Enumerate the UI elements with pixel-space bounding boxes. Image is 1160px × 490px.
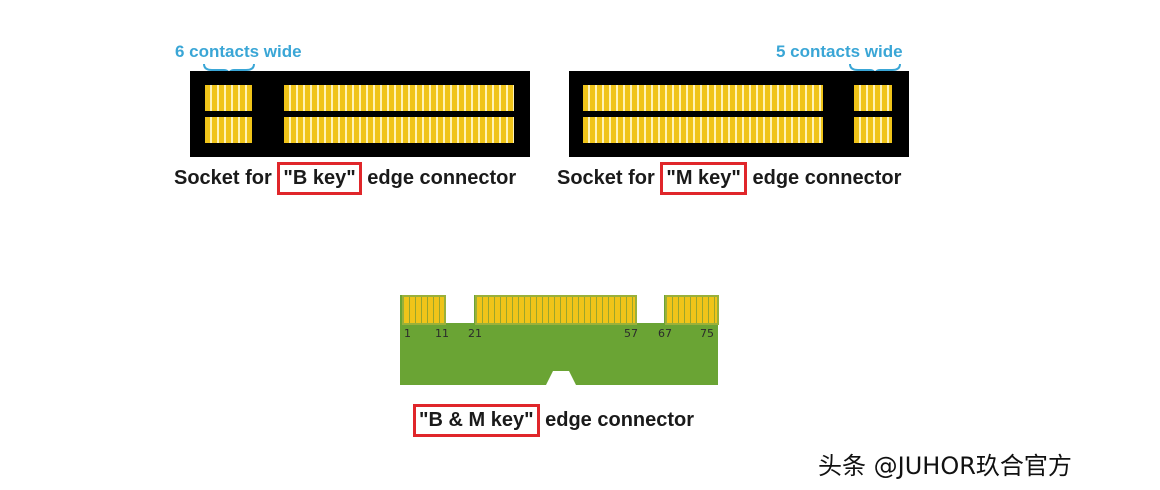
b-socket-long-contacts-bottom <box>284 117 514 143</box>
pin-label-1: 1 <box>404 327 411 340</box>
b-socket-caption-suffix: edge connector <box>361 167 517 189</box>
m-socket-long-contacts-top <box>583 85 823 111</box>
m-socket-caption-prefix: Socket for <box>557 167 661 189</box>
m-socket-caption-suffix: edge connector <box>746 167 902 189</box>
contacts-pins-21-57 <box>475 295 637 325</box>
card-bottom-notch <box>546 371 576 393</box>
m-socket-caption: Socket for "M key" edge connector <box>557 162 901 195</box>
b-key-socket <box>190 71 530 157</box>
m-socket-short-contacts-bottom <box>854 117 892 143</box>
bm-key-edge-connector: 1 11 21 57 67 75 <box>400 295 719 395</box>
b-socket-caption: Socket for "B key" edge connector <box>174 162 516 195</box>
contacts-pins-67-75 <box>665 295 719 325</box>
key-notch-left <box>446 295 474 323</box>
m-socket-long-contacts-bottom <box>583 117 823 143</box>
b-socket-long-contacts-top <box>284 85 514 111</box>
pin-label-57: 57 <box>624 327 638 340</box>
pin-label-67: 67 <box>658 327 672 340</box>
pin-label-21: 21 <box>468 327 482 340</box>
bm-key-highlight: "B & M key" <box>413 404 540 437</box>
pin-label-75: 75 <box>700 327 714 340</box>
m-socket-annotation: 5 contacts wide <box>776 42 903 61</box>
bm-connector-caption-suffix: edge connector <box>539 409 695 431</box>
m-socket-short-contacts-top <box>854 85 892 111</box>
m-key-highlight: "M key" <box>660 162 747 195</box>
contacts-pins-1-11 <box>402 295 446 325</box>
b-socket-annotation: 6 contacts wide <box>175 42 302 61</box>
m-key-socket <box>569 71 909 157</box>
key-notch-right <box>636 295 664 323</box>
b-key-highlight: "B key" <box>277 162 362 195</box>
b-socket-short-contacts-bottom <box>205 117 252 143</box>
b-socket-short-contacts-top <box>205 85 252 111</box>
bm-connector-caption: "B & M key" edge connector <box>413 404 694 437</box>
b-socket-caption-prefix: Socket for <box>174 167 278 189</box>
pin-label-11: 11 <box>435 327 449 340</box>
watermark-text: 头条 @JUHOR玖合官方 <box>818 452 1072 480</box>
